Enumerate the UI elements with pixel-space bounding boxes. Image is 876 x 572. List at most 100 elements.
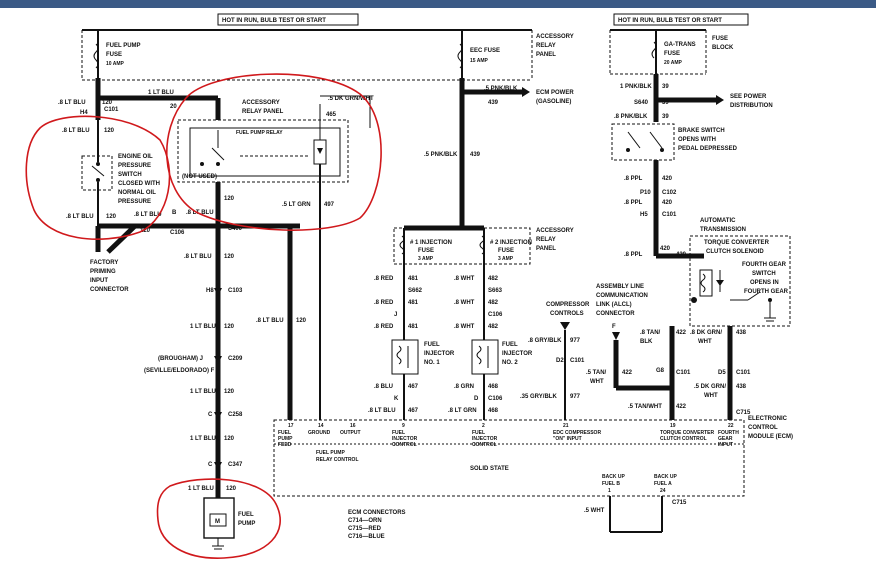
engine-oil-0: ENGINE OIL [118, 154, 153, 160]
fourth-gear-1: SWITCH [752, 271, 776, 277]
ecm-pin-label: FUEL [472, 430, 485, 436]
inj-fuse-1-0: # 1 INJECTION [410, 240, 452, 246]
engine-oil-4: NORMAL OIL [118, 190, 156, 196]
wire-w481c: 481 [408, 324, 419, 330]
wire-w5tanwht: .5 TAN/ [586, 370, 607, 376]
ecm-pin-label: CLUTCH CONTROL [660, 436, 707, 442]
fuel-injector-1 [391, 339, 419, 375]
ga-trans-1: FUSE [664, 51, 680, 57]
wiring-diagram-sheet: HOT IN RUN, BULB TEST OR START FUEL PUMP… [0, 8, 876, 567]
wire-w120b: 120 [102, 100, 113, 106]
wire-w439b: 439 [470, 152, 481, 158]
inj-fuse-1-2: 3 AMP [418, 256, 434, 262]
ecm-pin-group: 17FUELPUMPFEED14GROUND16OUTPUT9FUELINJEC… [278, 423, 739, 448]
fuel-pump: M [203, 497, 235, 550]
ecm-pin-label: FOURTH [718, 430, 739, 436]
wire-w8pnkblk: .8 PNK/BLK [614, 114, 648, 120]
wire-w8ltgrn: .8 LT GRN [448, 408, 477, 414]
ecm-pin-label: EDC COMPRESSOR [553, 430, 601, 436]
brake-2: PEDAL DEPRESSED [678, 146, 738, 152]
wire-w1pnk: 1 PNK/BLK [620, 84, 652, 90]
injector-2-2: NO. 2 [502, 360, 518, 366]
injector-1-2: NO. 1 [424, 360, 440, 366]
ecm-pin-label: INJECTOR [472, 436, 498, 442]
acc-relay-mid-1: RELAY PANEL [242, 109, 284, 115]
wire-w422c: 422 [676, 404, 687, 410]
factory-priming-1: PRIMING [90, 269, 116, 275]
ecm-pin-label: CONTROL [392, 442, 417, 448]
inj-fuse-2-2: 3 AMP [498, 256, 514, 262]
fuel-pump-motor-m: M [215, 519, 220, 525]
wire-b: B [172, 210, 177, 216]
wire-w5dkgrn: .5 DK GRN/WHT [328, 96, 374, 102]
ecm-power-1: (GASOLINE) [536, 99, 571, 105]
wire-c101e: C101 [736, 370, 751, 376]
fuel-injector-2 [471, 339, 499, 375]
relay-control-1: RELAY CONTROL [316, 457, 359, 463]
wire-s640: S640 [634, 100, 649, 106]
compressor-1: CONTROLS [550, 311, 584, 317]
seville: (SEVILLE/ELDORADO) F [144, 368, 215, 374]
ecm-power-0: ECM POWER [536, 90, 574, 96]
wiring-diagram: HOT IN RUN, BULB TEST OR START FUEL PUMP… [25, 13, 793, 559]
wire-w8ppl: .8 PPL [624, 176, 643, 182]
factory-priming-2: INPUT [90, 278, 108, 284]
inj-fuse-2-0: # 2 INJECTION [490, 240, 532, 246]
wire-w439: 439 [488, 100, 499, 106]
fourth-gear-2: OPENS IN [750, 280, 779, 286]
wire-w8ltblu-oil: .8 LT BLU [62, 128, 90, 134]
backup-a-0: BACK UP [654, 474, 677, 480]
wire-h4: H4 [80, 110, 88, 116]
ecm-pin-label: GEAR [718, 436, 733, 442]
brake-switch [611, 123, 675, 161]
see-power-1: DISTRIBUTION [730, 103, 773, 109]
wire-w1ltblu-b: 1 LT BLU [190, 324, 216, 330]
wire-w5dkgrnwht: .5 DK GRN/ [694, 384, 726, 390]
wire-c715b: C715 [672, 500, 687, 506]
relay-control-0: FUEL PUMP [316, 450, 345, 456]
wire-w39b: 39 [662, 100, 669, 106]
fuel-pump-fuse-label-2: 10 AMP [106, 61, 125, 67]
hot-label-box-right [613, 13, 749, 26]
wire-c-258: C [208, 412, 213, 418]
fourth-gear-3: FOURTH GEAR [744, 289, 789, 295]
brake-1: OPENS WITH [678, 137, 716, 143]
acc-relay-inj-2: PANEL [536, 246, 556, 252]
tcc-1: CLUTCH SOLENOID [706, 249, 764, 255]
factory-priming-0: FACTORY [90, 260, 118, 266]
fourth-gear-0: FOURTH GEAR [742, 262, 787, 268]
wire-c101a: C101 [104, 107, 119, 113]
backup-b-2: 1 [608, 488, 611, 494]
alcl-3: CONNECTOR [596, 311, 635, 317]
wire-c209: C209 [228, 356, 243, 362]
hot-label-left: HOT IN RUN, BULB TEST OR START [222, 18, 326, 24]
wire-w420: 420 [662, 176, 673, 182]
eec-fuse-label-0: EEC FUSE [470, 48, 500, 54]
see-power-0: SEE POWER [730, 94, 767, 100]
wire-d2: D2 [556, 358, 564, 364]
wire-w5wht: .5 WHT [584, 508, 605, 514]
wire-w8gry: .8 GRY/BLK [528, 338, 562, 344]
ga-trans-0: GA-TRANS [664, 42, 696, 48]
acc-relay-panel-top-2: PANEL [536, 52, 556, 58]
ecm-label-2: MODULE (ECM) [748, 434, 793, 440]
wire-w482b: 482 [488, 300, 499, 306]
wire-w8tanblk2: BLK [640, 339, 653, 345]
wire-c347: C347 [228, 462, 243, 468]
wire-p10: P10 [640, 190, 651, 196]
inj-fuse-1-1: FUSE [418, 248, 434, 254]
wire-w8ltblu-l: .8 LT BLU [66, 214, 94, 220]
ecm-pin-number: 2 [482, 423, 485, 429]
ecm-pin-number: 14 [318, 423, 324, 429]
ecm-pin-label: TORQUE CONVERTER [660, 430, 714, 436]
wire-c102: C102 [662, 190, 677, 196]
fuel-pump-fuse: FUEL PUMP FUSE 10 AMP [93, 30, 141, 78]
wire-w8grn: .8 GRN [454, 384, 474, 390]
wire-w120f: 120 [224, 254, 235, 260]
wire-w1ltblu-d: 1 LT BLU [190, 436, 216, 442]
wire-w977b: 977 [570, 394, 581, 400]
wire-c106b: C106 [488, 312, 503, 318]
wire-c106c: C106 [488, 396, 503, 402]
wire-j: J [394, 312, 397, 318]
ecm-pin-label: OUTPUT [340, 430, 361, 436]
